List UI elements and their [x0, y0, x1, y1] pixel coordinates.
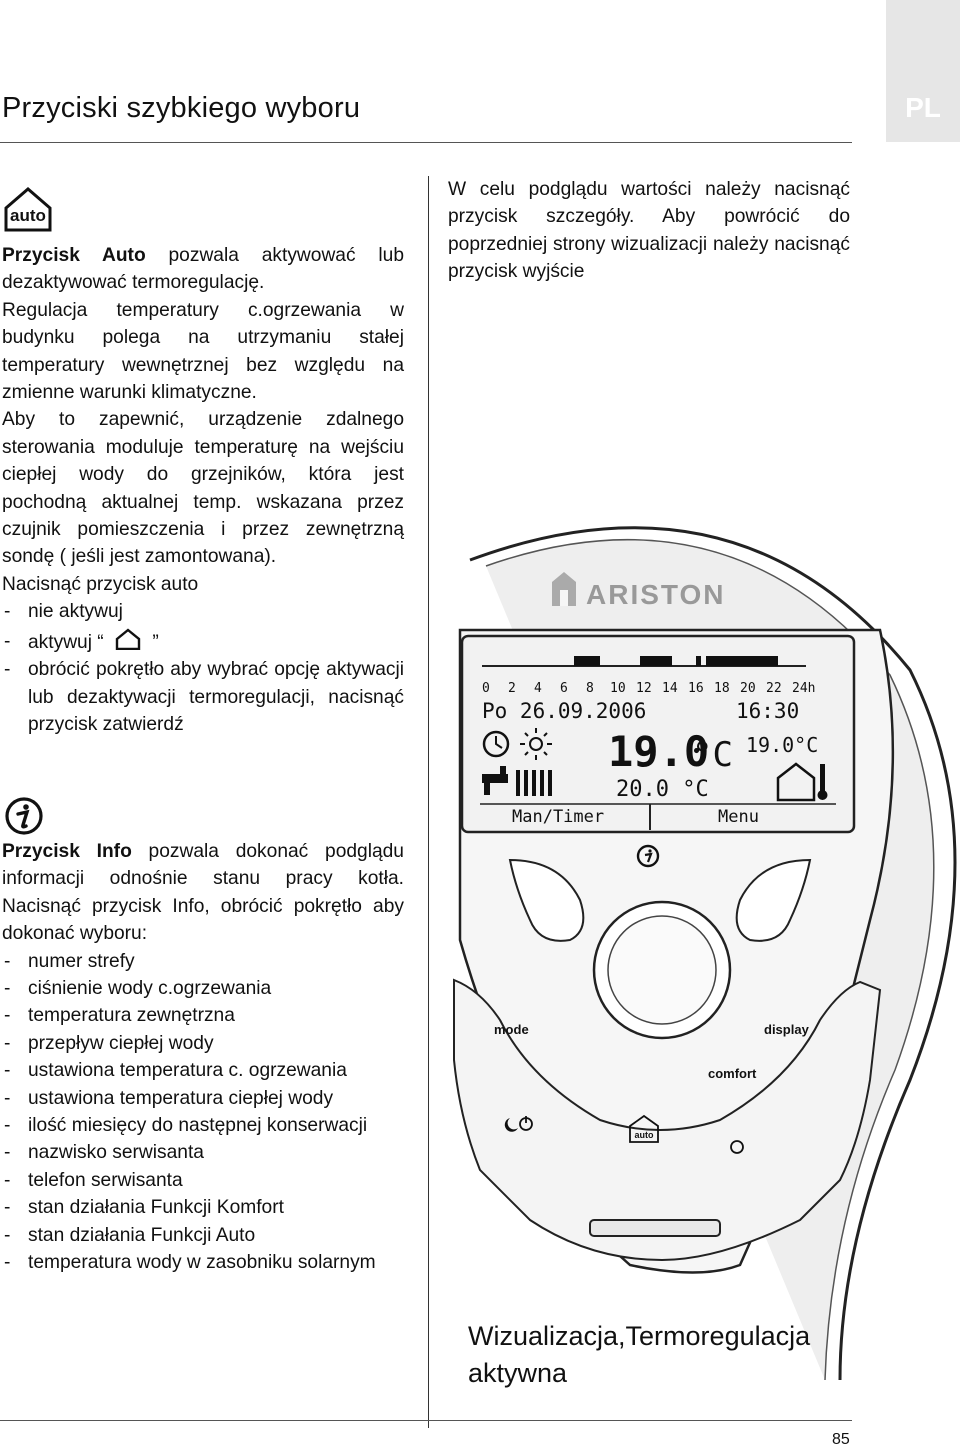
list-item: ustawiona temperatura c. ogrzewania	[2, 1057, 404, 1085]
thermometer-icon	[817, 764, 828, 800]
list-item: numer strefy	[2, 948, 404, 976]
sun-icon	[520, 728, 552, 760]
comfort-button-label[interactable]: comfort	[708, 1066, 757, 1081]
hour-label: 2	[508, 681, 516, 696]
softkey-menu[interactable]: Menu	[718, 807, 759, 827]
list-item: temperatura zewnętrzna	[2, 1002, 404, 1030]
footer-rule	[0, 1420, 852, 1421]
clock-icon	[482, 730, 510, 758]
auto-paragraph: Aby to zapewnić, urządzenie zdalnego ste…	[2, 409, 404, 568]
auto-lead-bold: Przycisk Auto	[2, 245, 146, 266]
list-item: telefon serwisanta	[2, 1167, 404, 1195]
header-rule	[0, 142, 852, 143]
hour-label: 24h	[792, 681, 815, 696]
hour-label: 4	[534, 681, 542, 696]
info-items: numer strefy ciśnienie wody c.ogrzewania…	[2, 948, 404, 1277]
left-soft-button[interactable]	[508, 858, 585, 942]
hour-label: 14	[662, 681, 678, 696]
auto-lead-rest: pozwala aktywować lub dezaktywować termo…	[2, 245, 404, 294]
auto-paragraph: Nacisnąć przycisk auto	[2, 573, 199, 595]
list-item: stan działania Funkcji Auto	[2, 1222, 404, 1250]
hour-label: 8	[586, 681, 594, 696]
hour-label: 12	[636, 681, 652, 696]
column-divider	[428, 176, 429, 1428]
list-item: ustawiona temperatura ciepłej wody	[2, 1085, 404, 1113]
figure-caption: Wizualizacja,Termoregulacja aktywna	[468, 1321, 811, 1388]
detail-instructions: W celu podglądu wartości należy nacisnąć…	[448, 179, 850, 283]
lcd-time: 16:30	[736, 699, 799, 723]
moon-icon	[504, 1118, 518, 1132]
language-tab: PL	[886, 0, 960, 142]
info-lead-bold: Przycisk Info	[2, 841, 132, 862]
list-item: aktywuj “ ”	[2, 626, 404, 656]
list-item: obrócić pokrętło aby wybrać opcję aktywa…	[2, 656, 404, 738]
page-number: 85	[832, 1431, 850, 1448]
lcd-water-temp: 20.0 °C	[616, 777, 709, 802]
ariston-logo: ARISTON	[552, 572, 726, 610]
thermostat-illustration: ARISTON 0 2 4 6 8 10 12 14 16 18 20 22 2…	[453, 526, 957, 1380]
list-item: ilość miesięcy do następnej konserwacji	[2, 1112, 404, 1140]
info-section: Przycisk Info pozwala dokonać podglądu i…	[2, 838, 404, 1277]
list-item: nie aktywuj	[2, 598, 404, 626]
auto-icon-label: auto	[10, 206, 46, 225]
lcd-main-temp: 19.0	[608, 727, 709, 776]
hour-label: 0	[482, 681, 490, 696]
lcd-date: Po 26.09.2006	[482, 699, 646, 723]
list-item: temperatura wody w zasobniku solarnym	[2, 1249, 404, 1277]
info-button[interactable]	[636, 844, 660, 868]
house-icon	[776, 762, 816, 802]
list-item: ciśnienie wody c.ogrzewania	[2, 975, 404, 1003]
power-icon	[519, 1116, 533, 1131]
softkey-man-timer[interactable]: Man/Timer	[512, 807, 604, 827]
house-outline-icon	[115, 628, 141, 650]
brand-name: ARISTON	[586, 579, 726, 610]
hour-label: 22	[766, 681, 782, 696]
hour-label: 16	[688, 681, 704, 696]
info-lead: Przycisk Info pozwala dokonać podglądu i…	[2, 838, 404, 948]
page-title: Przyciski szybkiego wyboru	[2, 92, 361, 124]
lcd-screen	[460, 634, 856, 834]
radiator-icon	[516, 770, 552, 796]
auto-options: nie aktywuj aktywuj “ ” obrócić pokrętło…	[2, 598, 404, 738]
list-item: stan działania Funkcji Komfort	[2, 1194, 404, 1222]
auto-lead: Przycisk Auto pozwala aktywować lub deza…	[2, 242, 404, 297]
hour-label: 18	[714, 681, 730, 696]
list-item: nazwisko serwisanta	[2, 1139, 404, 1167]
hour-label: 6	[560, 681, 568, 696]
auto-button[interactable]: auto	[629, 1114, 659, 1143]
auto-button-label: auto	[635, 1130, 655, 1140]
lcd-main-unit: °C	[692, 735, 733, 775]
list-item: przepływ ciepłej wody	[2, 1030, 404, 1058]
timer-clock-icon	[730, 1140, 744, 1154]
info-icon	[5, 797, 43, 835]
right-soft-button[interactable]	[735, 858, 812, 942]
lcd-set-temp: 19.0°C	[746, 733, 818, 757]
auto-paragraph: Regulacja temperatury c.ogrzewania w bud…	[2, 299, 404, 404]
auto-house-icon: auto	[4, 187, 52, 232]
mode-button-label[interactable]: mode	[494, 1022, 529, 1037]
hour-label: 20	[740, 681, 756, 696]
bottom-latch	[589, 1219, 721, 1237]
tap-icon	[482, 766, 508, 795]
auto-section: Przycisk Auto pozwala aktywować lub deza…	[2, 242, 404, 738]
language-label: PL	[905, 92, 941, 123]
hour-label: 10	[610, 681, 626, 696]
display-button-label[interactable]: display	[764, 1022, 810, 1037]
info-lead-rest: pozwala dokonać podglądu informacji odno…	[2, 841, 404, 945]
